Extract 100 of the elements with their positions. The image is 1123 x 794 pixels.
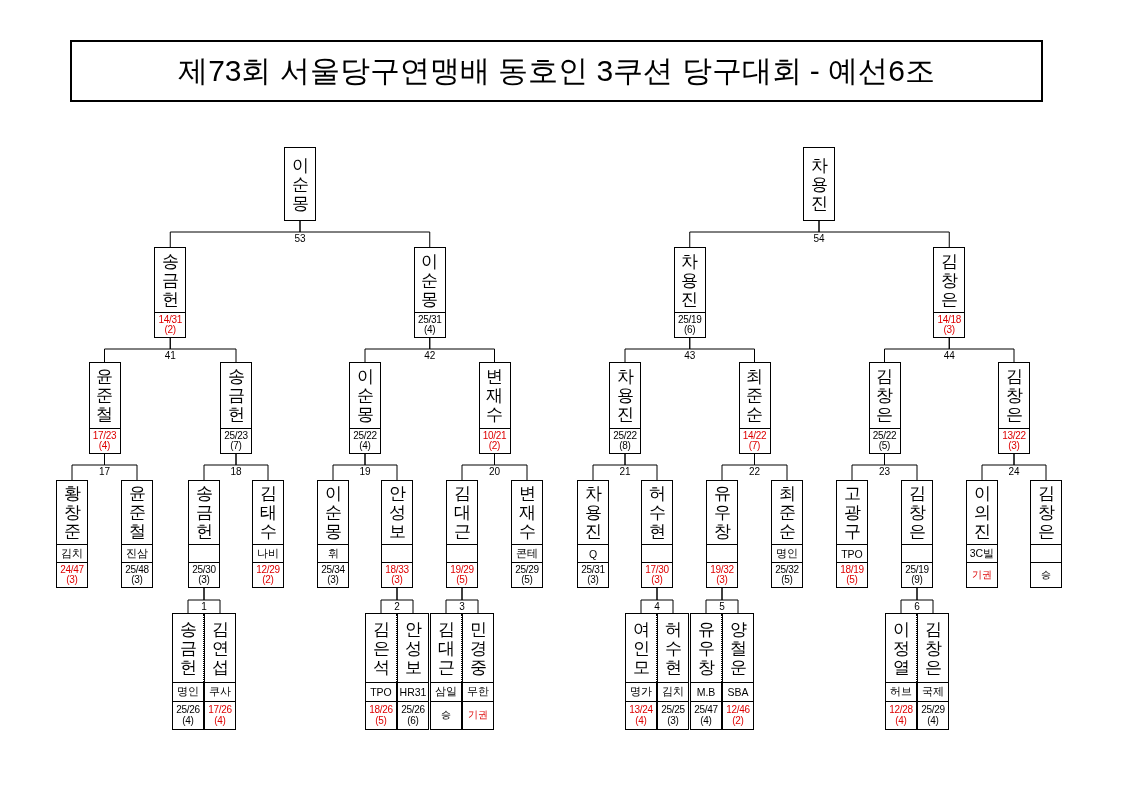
player-box <box>349 362 381 454</box>
match-score: 14/18 (3) <box>934 312 965 337</box>
player-name: 차용진 <box>583 483 603 543</box>
title-box: 제73회 서울당구연맹배 동호인 3쿠션 당구대회 - 예선6조 <box>70 40 1043 102</box>
match-number: 22 <box>747 467 762 477</box>
player-name: 변재수 <box>517 483 537 543</box>
player-name: 고광구 <box>842 483 862 543</box>
bracket-line <box>656 587 674 614</box>
player-name: 이순몽 <box>420 250 440 311</box>
match-number: 18 <box>229 467 243 477</box>
match-score: 18/33 (3) <box>382 562 412 587</box>
player-name: 황창준 <box>62 483 82 543</box>
player-name: 송금헌 <box>194 483 214 543</box>
match-number: 2 <box>393 602 401 612</box>
match-score: 25/25 (3) <box>658 701 688 729</box>
player-name: 김태수 <box>258 483 278 543</box>
match-number: 20 <box>487 467 502 477</box>
player-box <box>381 480 413 588</box>
match-number: 21 <box>618 467 632 477</box>
bracket-line <box>624 453 658 481</box>
player-box <box>478 362 511 454</box>
bracket-line <box>169 337 237 363</box>
club-name: 휘 <box>318 544 348 562</box>
match-score: 25/26 (6) <box>398 701 428 729</box>
match-score: 25/30 (3) <box>189 562 219 587</box>
player-box <box>56 480 88 588</box>
bracket-line <box>396 587 414 614</box>
player-box <box>901 480 933 588</box>
bracket-line <box>299 220 431 248</box>
match-number: 4 <box>653 602 661 612</box>
match-score: 14/31 (2) <box>155 312 186 337</box>
player-name: 차용진 <box>680 250 700 311</box>
bracket-line <box>721 587 739 614</box>
match-score: 25/31 (3) <box>578 562 608 587</box>
player-box <box>154 247 187 338</box>
player-name: 김창은 <box>907 483 927 543</box>
bracket-line <box>461 587 479 614</box>
player-box <box>771 480 803 588</box>
match-number: 54 <box>812 234 826 244</box>
bracket-line <box>203 587 221 614</box>
player-name: 송금헌 <box>226 366 246 426</box>
bracket-line <box>1013 453 1047 481</box>
match-score: 기권 <box>967 562 997 587</box>
match-score: 10/21 (2) <box>479 428 510 453</box>
player-box <box>252 480 284 588</box>
match-score: 13/22 (3) <box>999 428 1029 453</box>
match-score: 18/19 (5) <box>837 562 867 587</box>
player-name: 양철운 <box>728 618 748 679</box>
match-number: 19 <box>358 467 372 477</box>
player-box <box>706 480 738 588</box>
player-box <box>220 362 252 454</box>
bracket-line <box>235 453 269 481</box>
player-box <box>738 362 771 454</box>
bracket-line <box>916 587 934 614</box>
match-score: 14/22 (7) <box>739 428 770 453</box>
club-name: TPO <box>837 544 867 562</box>
player-box <box>917 613 949 730</box>
player-box <box>673 247 706 338</box>
player-box <box>609 362 641 454</box>
match-score: 25/34 (3) <box>318 562 348 587</box>
player-box <box>88 362 121 454</box>
player-name: 김창은 <box>1004 366 1024 426</box>
player-name: 허수현 <box>663 618 683 679</box>
player-name: 차용진 <box>615 366 635 426</box>
player-name: 김창은 <box>875 366 894 426</box>
match-number: 53 <box>293 234 307 244</box>
player-name: 이순몽 <box>323 483 343 543</box>
match-score: 25/22 (4) <box>350 428 380 453</box>
match-score: 25/29 (5) <box>512 562 542 587</box>
player-box <box>722 613 754 730</box>
club-name: SBA <box>723 682 753 701</box>
match-score: 25/32 (5) <box>772 562 802 587</box>
player-box <box>284 147 316 221</box>
player-box <box>577 480 609 588</box>
player-box <box>317 480 349 588</box>
player-name: 유우창 <box>712 483 732 543</box>
match-score: 17/30 (3) <box>642 562 672 587</box>
player-box <box>625 613 657 730</box>
player-name: 허수현 <box>647 483 667 543</box>
match-score: 25/29 (4) <box>918 701 948 729</box>
match-number: 42 <box>423 351 437 361</box>
player-box <box>188 480 220 588</box>
player-name: 변재수 <box>485 366 504 426</box>
player-box <box>172 613 204 730</box>
club-name: 김치 <box>658 682 688 701</box>
match-score: 12/46 (2) <box>723 701 753 729</box>
match-number: 44 <box>942 351 956 361</box>
player-box <box>966 480 998 588</box>
player-box <box>641 480 673 588</box>
player-box <box>397 613 429 730</box>
player-box <box>121 480 153 588</box>
club-name: 3C빌 <box>967 544 997 562</box>
player-name: 차용진 <box>809 154 829 215</box>
bracket-line <box>689 337 755 363</box>
match-score: 25/19 (6) <box>674 312 705 337</box>
match-score: 25/31 (4) <box>414 312 445 337</box>
player-box <box>365 613 397 730</box>
match-score: 17/26 (4) <box>205 701 235 729</box>
player-box <box>690 613 722 730</box>
player-box <box>885 613 917 730</box>
